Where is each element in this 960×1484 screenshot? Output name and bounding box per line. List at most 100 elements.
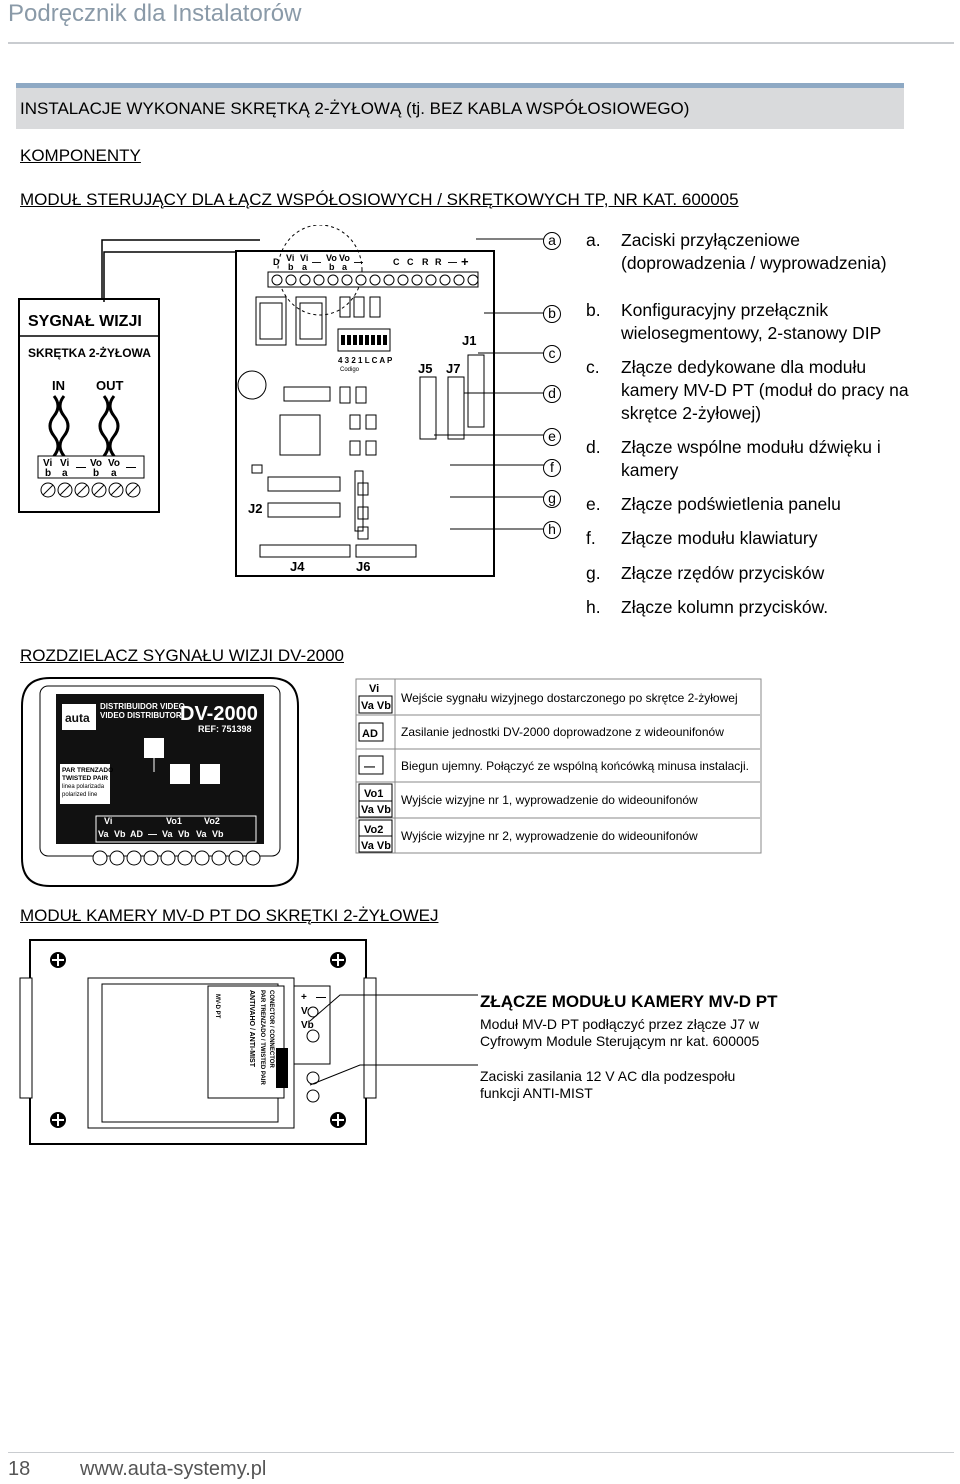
signal-box-diagram: SYGNAŁ WIZJI SKRĘTKA 2-ŻYŁOWA IN OUT Vib… — [18, 298, 160, 513]
connector-j7 — [447, 376, 465, 440]
svg-text:C: C — [407, 257, 414, 267]
board-outline — [235, 250, 495, 577]
callout-c: c — [543, 345, 561, 363]
svg-text:Va: Va — [196, 829, 208, 839]
svg-text:Vo: Vo — [90, 458, 102, 469]
callout-d: d — [543, 385, 561, 403]
relay-1 — [255, 296, 287, 346]
signal-terminal-label-group: Vib Via — Vob Voa — — [43, 458, 136, 479]
legend-item-d: d. Złącze wspólne modułu dźwięku i kamer… — [586, 437, 881, 480]
highlight-circle — [277, 225, 363, 316]
connector-j4-label: J4 — [290, 559, 305, 574]
svg-text:Vo: Vo — [108, 458, 120, 469]
svg-text:b: b — [329, 262, 335, 272]
svg-text:—: — — [448, 257, 457, 267]
svg-text:Wyjście wizyjne nr 2, wyprowad: Wyjście wizyjne nr 2, wyprowadzenie do w… — [401, 829, 698, 843]
svg-text:Va: Va — [301, 1006, 313, 1017]
svg-text:Biegun ujemny. Połączyć ze wsp: Biegun ujemny. Połączyć ze wspólną końcó… — [401, 759, 749, 773]
svg-text:R: R — [435, 257, 442, 267]
section-bar: INSTALACJE WYKONANE SKRĘTKĄ 2-ŻYŁOWĄ (tj… — [16, 83, 904, 129]
connector-j4 — [259, 544, 351, 558]
svg-text:Vo2: Vo2 — [364, 824, 383, 836]
table-descriptions: Wejście sygnału wizyjnego dostarczonego … — [401, 691, 749, 843]
svg-text:a: a — [111, 468, 117, 479]
connector-row — [267, 476, 341, 492]
signal-out-label: OUT — [96, 378, 124, 393]
module-legend: a. Zaciski przyłączeniowe (doprowadzenia… — [586, 229, 926, 626]
dv2000-device: auta DISTRIBUIDOR VIDEO VIDEO DISTRIBUTO… — [21, 677, 299, 887]
camera-module-diagram: MV-D PT ANTIVAHO / ANTI-MIST PAR TRENZAD… — [19, 939, 377, 1145]
camera-heading: MODUŁ KAMERY MV-D PT DO SKRĘTKI 2-ŻYŁOWE… — [20, 906, 439, 925]
callout-h: h — [543, 521, 561, 539]
svg-text:Va Vb: Va Vb — [361, 700, 391, 712]
header-rule — [8, 42, 954, 44]
svg-text:—: — — [148, 829, 157, 839]
svg-text:—: — — [364, 761, 375, 773]
camera-callout-lines — [309, 994, 478, 1086]
camera-terminal-block — [293, 985, 331, 1065]
svg-text:—: — — [312, 257, 321, 267]
svg-text:b: b — [93, 468, 99, 479]
svg-text:Va: Va — [162, 829, 174, 839]
components-heading: KOMPONENTY — [20, 146, 141, 165]
svg-text:Vo: Vo — [326, 253, 337, 263]
signal-box-subtitle: SKRĘTKA 2-ŻYŁOWA — [28, 345, 151, 360]
device-ref: REF: 751398 — [198, 724, 252, 734]
svg-text:+: + — [301, 992, 307, 1003]
callout-a: a — [543, 232, 561, 250]
auta-logo: auta — [65, 711, 90, 725]
callout-e: e — [543, 428, 561, 446]
camera-model-text: MV-D PT — [214, 994, 220, 1019]
svg-text:Zasilanie jednostki DV-2000 do: Zasilanie jednostki DV-2000 doprowadzone… — [401, 725, 724, 739]
callout-g: g — [543, 490, 561, 508]
ic-chip — [283, 386, 331, 402]
svg-text:Va Vb: Va Vb — [361, 840, 391, 852]
signal-screw-terminals — [40, 482, 141, 498]
svg-text:Vo1: Vo1 — [364, 788, 383, 800]
footer-website[interactable]: www.auta-systemy.pl — [80, 1458, 267, 1480]
callout-lines — [434, 238, 546, 530]
pair-label-1: PAR TRENZADO — [62, 767, 113, 774]
camera-label-line3: Zaciski zasilania 12 V AC dla podzespołu — [480, 1068, 736, 1084]
device-screw-terminals — [92, 850, 261, 866]
connector-j5-label: J5 — [418, 361, 432, 376]
svg-text:a: a — [302, 262, 308, 272]
pair-label-4: polarized line — [62, 792, 98, 798]
connector-j2-label: J2 — [248, 501, 262, 516]
svg-text:PAR TRENZADO / TWISTED PAIR: PAR TRENZADO / TWISTED PAIR — [259, 990, 265, 1085]
camera-label — [207, 985, 285, 1099]
device-label-vo2: Vo2 — [204, 816, 220, 826]
connector-j6 — [355, 544, 417, 558]
svg-text:Wejście sygnału wizyjnego dost: Wejście sygnału wizyjnego dostarczonego … — [401, 691, 738, 705]
buzzer — [237, 370, 267, 400]
svg-text:AD: AD — [362, 728, 378, 740]
signal-box-frame — [18, 298, 160, 513]
svg-text:Vb: Vb — [301, 1020, 314, 1031]
svg-text:—: — — [354, 257, 363, 267]
device-label-vo1: Vo1 — [166, 816, 182, 826]
svg-text:Vb: Vb — [178, 829, 190, 839]
legend-item-f: f. Złącze modułu klawiatury — [586, 528, 818, 548]
camera-label-heading: ZŁĄCZE MODUŁU KAMERY MV-D PT — [480, 992, 778, 1011]
dv2000-terminal-table: Vi Va Vb AD — Vo1 Va Vb Vo2 Va Vb Wejści… — [355, 678, 762, 854]
dip-switch-sublabel: Codigo — [340, 367, 360, 373]
svg-text:—: — — [76, 462, 86, 473]
svg-text:Va Vb: Va Vb — [361, 804, 391, 816]
legend-item-e: e. Złącze podświetlenia panelu — [586, 494, 841, 514]
device-model: DV-2000 — [180, 703, 258, 725]
callout-f: f — [543, 459, 561, 477]
section-title: INSTALACJE WYKONANE SKRĘTKĄ 2-ŻYŁOWĄ (tj… — [20, 99, 690, 118]
camera-label-line4: funkcji ANTI-MIST — [480, 1085, 593, 1101]
svg-text:Wyjście wizyjne nr 1, wyprowad: Wyjście wizyjne nr 1, wyprowadzenie do w… — [401, 793, 698, 807]
footer-rule — [8, 1452, 954, 1453]
device-label-vi: Vi — [104, 816, 112, 826]
camera-label-line1: Moduł MV-D PT podłączyć przez złącze J7 … — [480, 1016, 760, 1032]
connector-j2 — [267, 502, 341, 518]
dip-switch — [337, 328, 391, 352]
connector-j1 — [467, 354, 485, 428]
pair-label-3: linea polarizada — [62, 784, 105, 790]
callout-b: b — [543, 305, 561, 323]
legend-item-a: a. Zaciski przyłączeniowe (doprowadzenia… — [586, 230, 887, 273]
